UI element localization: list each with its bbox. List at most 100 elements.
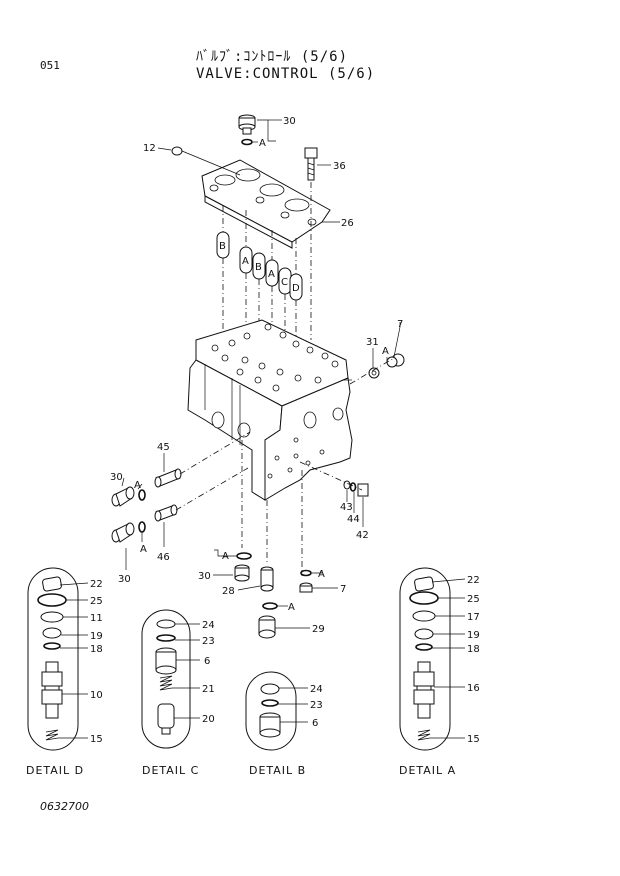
label-d-22: 22 (90, 579, 103, 590)
label-26: 26 (341, 218, 354, 229)
detail-d-ring-18[interactable] (43, 642, 61, 650)
label-a-left-b: A (140, 544, 147, 555)
label-a-bc1: A (222, 551, 229, 562)
label-a-15: 15 (467, 734, 480, 745)
label-45: 45 (157, 442, 170, 453)
plug-30-bc[interactable] (234, 564, 250, 582)
label-a-top: A (259, 138, 266, 149)
o-ring-top[interactable] (241, 138, 253, 146)
detail-a-ring-25[interactable] (409, 591, 439, 605)
label-a-3: A (268, 269, 275, 280)
label-7-bc: 7 (340, 584, 346, 595)
label-d-10: 10 (90, 690, 103, 701)
detail-a-cap-22[interactable] (414, 576, 434, 592)
detail-c-frame (141, 609, 191, 749)
detail-c-piston-6[interactable] (155, 647, 177, 675)
capsule-b-left[interactable]: B (216, 231, 230, 259)
detail-b-ring-23[interactable] (261, 699, 279, 707)
label-30-bc: 30 (198, 571, 211, 582)
ring-31[interactable] (368, 367, 380, 379)
detail-d-ring-19[interactable] (42, 627, 62, 639)
label-c-21: 21 (202, 684, 215, 695)
label-b-2: B (255, 262, 262, 273)
label-b-24: 24 (310, 684, 323, 695)
label-a-left-a: A (134, 480, 141, 491)
label-a-17: 17 (467, 612, 480, 623)
plug-30-left-a[interactable] (111, 486, 135, 507)
detail-d-spool-10[interactable] (41, 661, 63, 719)
label-d-15: 15 (90, 734, 103, 745)
detail-a-frame (399, 567, 451, 751)
detail-a-spool-16[interactable] (413, 661, 435, 719)
detail-d-frame (27, 567, 79, 751)
detail-b-label: DETAIL B (249, 764, 306, 777)
plug-7-bc[interactable] (299, 582, 313, 593)
plug-7-right[interactable] (386, 353, 405, 368)
label-46: 46 (157, 552, 170, 563)
label-a-22: 22 (467, 575, 480, 586)
detail-d-spring-15[interactable] (45, 729, 59, 741)
part-42[interactable] (357, 483, 369, 497)
detail-a-seat-17[interactable] (412, 610, 436, 622)
bolt-36[interactable] (304, 147, 318, 181)
label-a-bc3: A (288, 602, 295, 613)
label-d-25: 25 (90, 596, 103, 607)
detail-a-ring-19[interactable] (414, 628, 434, 640)
label-d-11: 11 (90, 613, 103, 624)
o-ring-bc2[interactable] (300, 569, 312, 577)
capsule-a-3[interactable]: A (265, 259, 279, 287)
page-number: 051 (40, 59, 60, 72)
capsule-a-1[interactable]: A (239, 246, 253, 274)
sleeve-45[interactable] (154, 468, 182, 488)
detail-c-ring-23[interactable] (156, 634, 176, 642)
detail-a-ring-18[interactable] (415, 643, 433, 651)
plug-12[interactable] (171, 146, 183, 156)
label-d-19: 19 (90, 631, 103, 642)
capsule-c[interactable]: C (278, 267, 292, 295)
detail-c-spring-21[interactable] (159, 675, 173, 691)
o-ring-left-a[interactable] (138, 489, 146, 501)
detail-b-ring-24[interactable] (260, 683, 280, 695)
part-44[interactable] (349, 482, 357, 492)
o-ring-bc3[interactable] (262, 602, 278, 610)
label-c: C (281, 277, 288, 288)
detail-d-cap-22[interactable] (42, 576, 62, 592)
sleeve-46[interactable] (154, 504, 178, 522)
capsule-d[interactable]: D (289, 273, 303, 301)
detail-a-label: DETAIL A (399, 764, 456, 777)
label-a-1: A (242, 256, 249, 267)
title-japanese: ﾊﾞﾙﾌﾞ:ｺﾝﾄﾛｰﾙ (5/6) (196, 49, 349, 65)
label-36: 36 (333, 161, 346, 172)
o-ring-left-b[interactable] (138, 521, 146, 533)
label-a-25: 25 (467, 594, 480, 605)
valve-body[interactable] (187, 319, 353, 501)
capsule-b-2[interactable]: B (252, 252, 266, 280)
label-7-right: 7 (397, 319, 403, 330)
detail-b-piston-6[interactable] (259, 712, 281, 738)
label-30-top: 30 (283, 116, 296, 127)
plug-30-left-b[interactable] (111, 522, 135, 543)
label-b-6: 6 (312, 718, 318, 729)
label-d-18: 18 (90, 644, 103, 655)
part-43[interactable] (343, 480, 351, 490)
label-c-23: 23 (202, 636, 215, 647)
drawing-number: 0632700 (40, 800, 89, 813)
label-44: 44 (347, 514, 360, 525)
label-c-6: 6 (204, 656, 210, 667)
label-28: 28 (222, 586, 235, 597)
plug-29[interactable] (258, 615, 276, 639)
cover-26[interactable] (201, 159, 331, 249)
sleeve-28[interactable] (260, 566, 274, 592)
detail-c-poppet-20[interactable] (157, 703, 175, 735)
o-ring-bc1[interactable] (236, 552, 252, 560)
title-english: VALVE:CONTROL (5/6) (196, 66, 376, 82)
label-a-bc2: A (318, 569, 325, 580)
detail-b-frame (245, 671, 297, 751)
detail-c-ring-24[interactable] (156, 619, 176, 629)
detail-a-spring-15[interactable] (417, 729, 431, 741)
bolt-30-top[interactable] (238, 114, 256, 135)
detail-d-ring-25[interactable] (37, 593, 67, 607)
label-30-left-b: 30 (118, 574, 131, 585)
detail-d-seat-11[interactable] (40, 611, 64, 623)
